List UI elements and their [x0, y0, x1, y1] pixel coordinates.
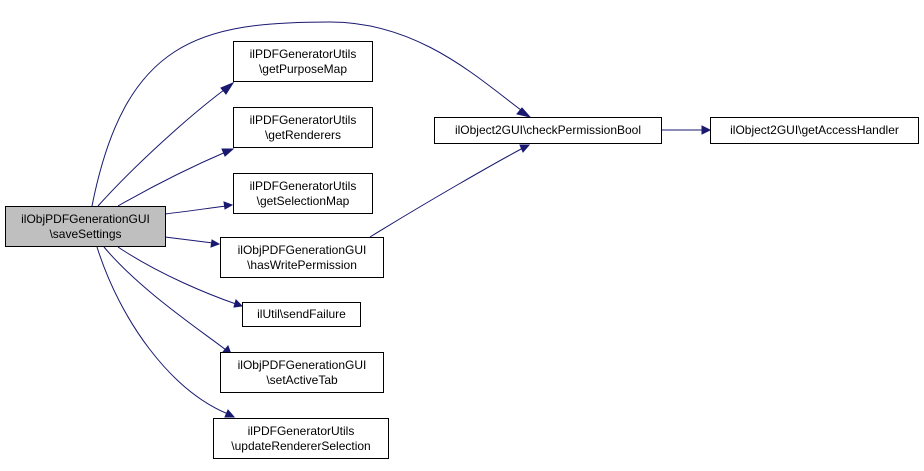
- node-get-purpose-map[interactable]: ilPDFGeneratorUtils \getPurposeMap: [233, 41, 373, 82]
- node-save-settings-method: \saveSettings: [49, 226, 122, 241]
- node-get-selection-map-class: ilPDFGeneratorUtils: [249, 178, 357, 193]
- node-get-renderers-class: ilPDFGeneratorUtils: [249, 112, 357, 127]
- node-get-renderers[interactable]: ilPDFGeneratorUtils \getRenderers: [233, 107, 373, 148]
- node-has-write-permission-class: ilObjPDFGenerationGUI: [237, 242, 367, 257]
- edge-arrowhead: [224, 409, 236, 418]
- edge-has-write-permission-to-check-permission-bool: [369, 147, 524, 238]
- node-has-write-permission[interactable]: ilObjPDFGenerationGUI \hasWritePermissio…: [220, 237, 384, 278]
- node-get-access-handler-label: ilObject2GUI\getAccessHandler: [730, 123, 899, 137]
- edge-arrowhead: [210, 239, 221, 248]
- node-get-renderers-method: \getRenderers: [264, 127, 342, 142]
- node-update-renderer-selection-class: ilPDFGeneratorUtils: [247, 423, 355, 438]
- node-get-purpose-map-method: \getPurposeMap: [258, 61, 348, 76]
- node-update-renderer-selection-method: \updateRendererSelection: [231, 438, 371, 453]
- node-set-active-tab-method: \setActiveTab: [266, 372, 338, 387]
- edge-arrowhead: [233, 299, 244, 308]
- edge-arrowhead: [516, 107, 532, 118]
- node-set-active-tab[interactable]: ilObjPDFGenerationGUI \setActiveTab: [220, 352, 384, 393]
- edge-save-settings-to-update-renderer-selection: [96, 246, 229, 415]
- edge-save-settings-to-set-active-tab: [103, 246, 227, 351]
- node-send-failure-label: ilUtil\sendFailure: [257, 307, 346, 321]
- node-get-selection-map[interactable]: ilPDFGeneratorUtils \getSelectionMap: [233, 173, 373, 214]
- node-has-write-permission-method: \hasWritePermission: [247, 257, 357, 272]
- edge-save-settings-to-get-renderers: [117, 150, 229, 207]
- edge-save-settings-to-get-selection-map: [164, 205, 227, 215]
- edge-arrowhead: [701, 125, 712, 135]
- node-get-purpose-map-class: ilPDFGeneratorUtils: [249, 46, 357, 61]
- node-set-active-tab-class: ilObjPDFGenerationGUI: [237, 357, 367, 372]
- edge-save-settings-to-has-write-permission: [164, 236, 214, 244]
- edge-arrowhead: [220, 81, 235, 95]
- edge-save-settings-to-get-purpose-map: [97, 86, 229, 207]
- edge-save-settings-to-check-permission-bool: [91, 21, 526, 207]
- node-get-selection-map-method: \getSelectionMap: [256, 193, 350, 208]
- edge-arrowhead: [519, 144, 531, 153]
- node-save-settings: ilObjPDFGenerationGUI \saveSettings: [5, 206, 166, 247]
- node-save-settings-class: ilObjPDFGenerationGUI: [21, 211, 150, 226]
- node-update-renderer-selection[interactable]: ilPDFGeneratorUtils \updateRendererSelec…: [213, 418, 389, 459]
- node-check-permission-bool-label: ilObject2GUI\checkPermissionBool: [454, 123, 642, 137]
- node-get-access-handler[interactable]: ilObject2GUI\getAccessHandler: [710, 117, 919, 144]
- node-check-permission-bool[interactable]: ilObject2GUI\checkPermissionBool: [434, 117, 662, 144]
- edge-save-settings-to-send-failure: [117, 246, 237, 305]
- edge-arrowhead: [223, 201, 234, 210]
- node-send-failure[interactable]: ilUtil\sendFailure: [242, 302, 361, 327]
- edge-arrowhead: [221, 148, 235, 157]
